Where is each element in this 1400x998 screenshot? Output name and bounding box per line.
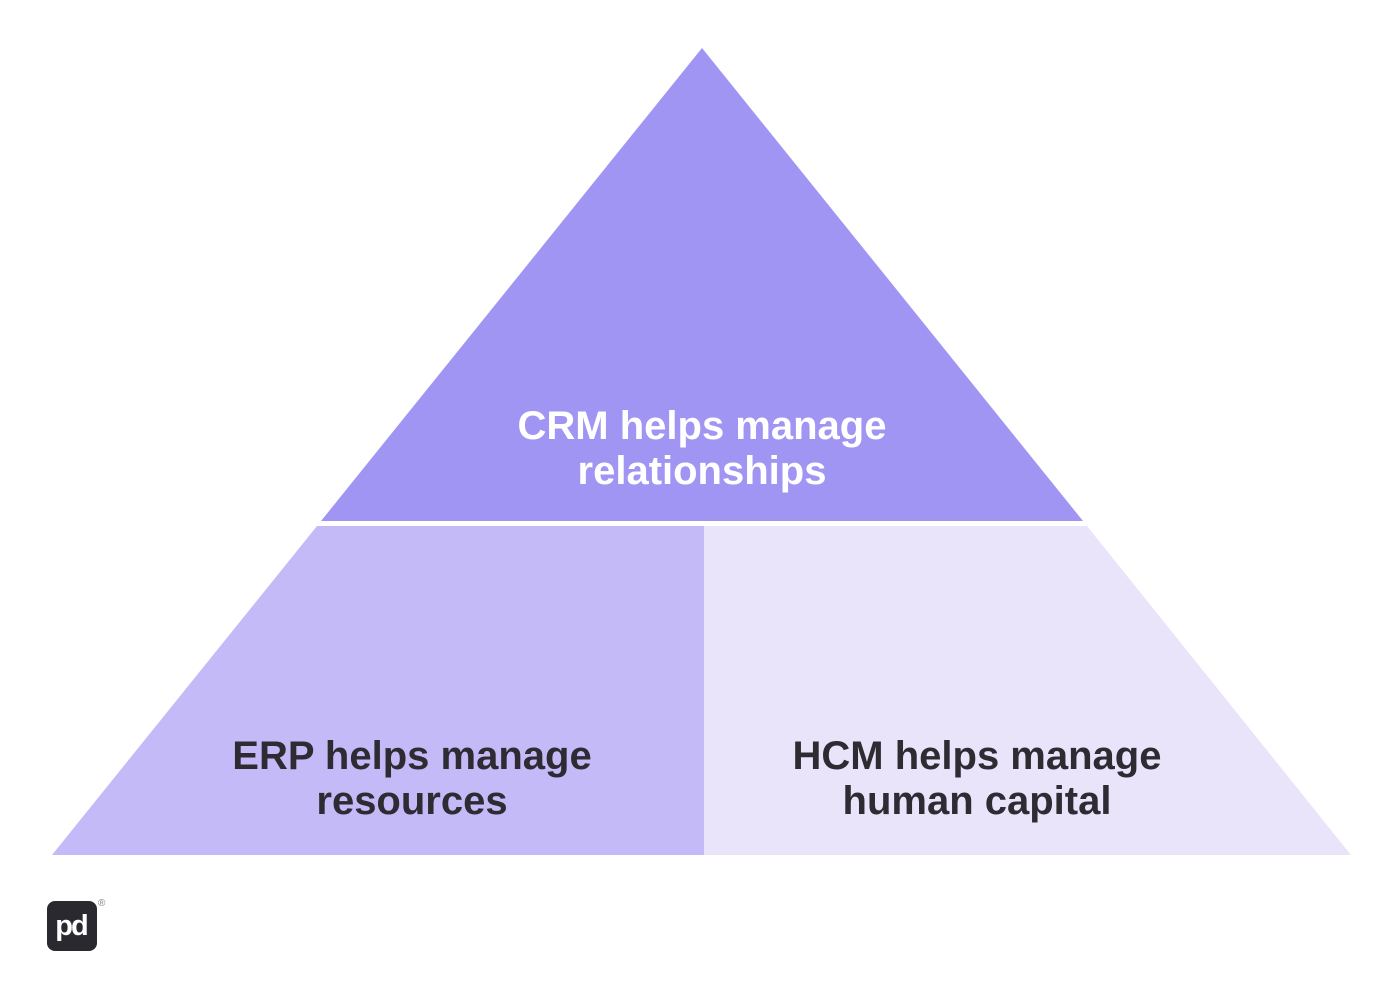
crm-label: CRM helps manage relationships [518, 404, 887, 494]
erp-label-line1: ERP helps manage [232, 734, 592, 778]
pyramid-left-section [52, 526, 704, 855]
pandadoc-monogram: pd [55, 909, 88, 942]
crm-label-line2: relationships [577, 449, 827, 493]
crm-label-line1: CRM helps manage [517, 404, 887, 448]
hcm-label: HCM helps manage human capital [793, 734, 1162, 824]
hcm-label-line1: HCM helps manage [792, 734, 1162, 778]
registered-trademark-symbol: ® [98, 898, 106, 909]
erp-label: ERP helps manage resources [232, 734, 591, 824]
pandadoc-logo: pd [47, 901, 97, 951]
hcm-label-line2: human capital [842, 779, 1112, 823]
pyramid-right-section [704, 526, 1351, 855]
pyramid-top-section [321, 48, 1083, 521]
erp-label-line2: resources [316, 779, 508, 823]
